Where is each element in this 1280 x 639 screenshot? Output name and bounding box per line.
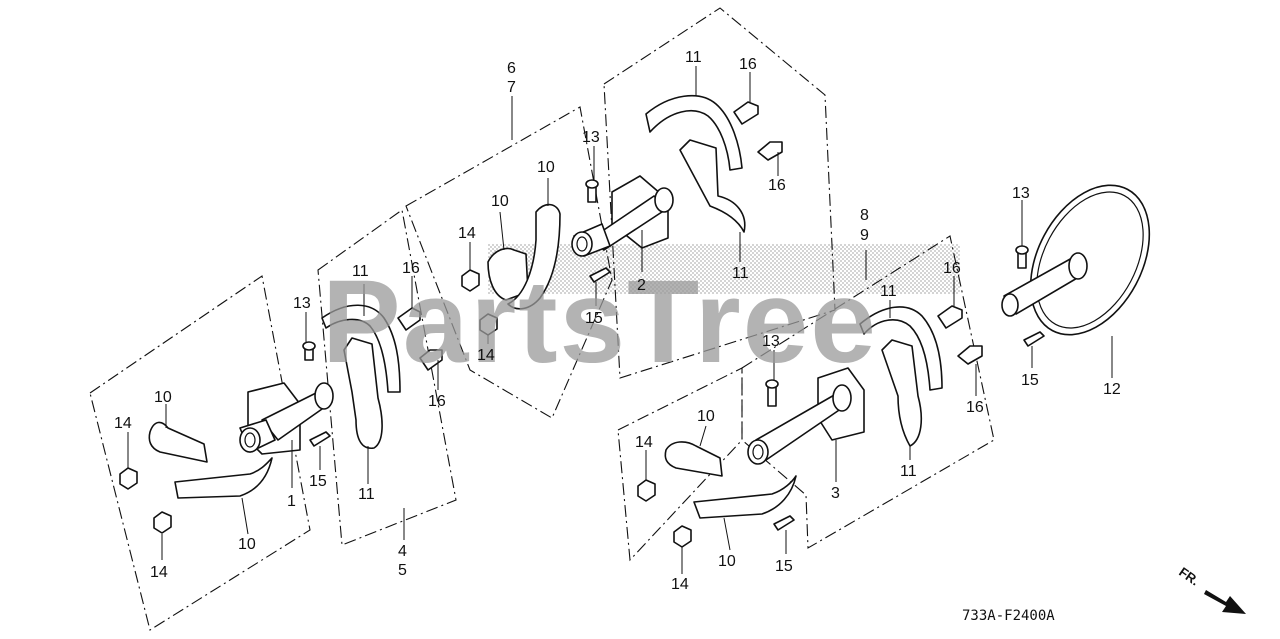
callout-15-disc: 15 xyxy=(1021,372,1039,389)
diagram-code: 733A-F2400A xyxy=(962,608,1055,624)
callout-10-left-top: 10 xyxy=(154,389,172,406)
rotor-centre xyxy=(571,175,674,257)
callout-16-right-top: 16 xyxy=(943,260,961,277)
tine-centre-11a xyxy=(645,94,743,171)
rotor-right xyxy=(747,367,865,465)
pin-right-15 xyxy=(773,515,795,531)
callout-14-right-bottom: 14 xyxy=(671,576,689,593)
nut-left-14b xyxy=(153,511,172,534)
callout-16-centre-bottom: 16 xyxy=(768,177,786,194)
bolt-left-16b xyxy=(419,349,443,371)
callout-13-right: 13 xyxy=(762,333,780,350)
tine-right-11b xyxy=(881,339,923,447)
tine-centre-10a xyxy=(487,247,529,301)
tine-left-10b xyxy=(174,457,273,499)
tine-right-10b xyxy=(693,475,797,519)
tine-centre-10b xyxy=(507,203,561,310)
nut-left-14a xyxy=(119,467,138,490)
callout-16-right-bottom: 16 xyxy=(966,399,984,416)
callout-5: 5 xyxy=(398,562,407,579)
pin-disc-15 xyxy=(1023,331,1045,347)
callout-1: 1 xyxy=(287,493,296,510)
leader-lines xyxy=(127,66,1113,574)
callout-8: 8 xyxy=(860,207,869,224)
callout-10-centre-a: 10 xyxy=(491,193,509,210)
callout-10-centre-b: 10 xyxy=(537,159,555,176)
callout-15-right: 15 xyxy=(775,558,793,575)
arrow-icon xyxy=(1204,590,1246,614)
callout-15-left: 15 xyxy=(309,473,327,490)
callout-12: 12 xyxy=(1103,381,1121,398)
callout-7: 7 xyxy=(507,79,516,96)
callout-11-right-top: 11 xyxy=(880,283,897,300)
tine-centre-11b xyxy=(679,139,746,233)
callout-11-centre-top: 11 xyxy=(685,49,702,66)
bolt-right-16a xyxy=(937,305,963,329)
tine-left-11b xyxy=(343,337,383,449)
bolt-disc-13 xyxy=(1015,245,1029,269)
callout-15-centre: 15 xyxy=(585,310,603,327)
bolt-left-16a xyxy=(397,307,421,331)
callout-14-centre-top: 14 xyxy=(458,225,476,242)
front-label: FR. xyxy=(1176,564,1202,588)
bolt-left-13 xyxy=(302,341,316,361)
callout-14-left-bottom: 14 xyxy=(150,564,168,581)
callout-11-left-top: 11 xyxy=(352,263,369,280)
side-disc xyxy=(1001,184,1151,336)
callout-6: 6 xyxy=(507,60,516,77)
callout-14-right-top: 14 xyxy=(635,434,653,451)
tine-right-10a xyxy=(664,441,723,477)
nut-right-14a xyxy=(637,479,656,502)
rotor-left xyxy=(239,382,334,455)
callout-2: 2 xyxy=(637,277,646,294)
callout-11-centre-bottom: 11 xyxy=(732,265,749,282)
tine-left-11a xyxy=(321,304,401,393)
callout-16-centre-top: 16 xyxy=(739,56,757,73)
tine-right-11a xyxy=(859,306,943,391)
callout-14-left-top: 14 xyxy=(114,415,132,432)
front-direction-arrow: FR. xyxy=(1176,564,1246,614)
callout-13-disc: 13 xyxy=(1012,185,1030,202)
callout-9: 9 xyxy=(860,227,869,244)
group-boundaries xyxy=(89,7,995,631)
bolt-centre-13 xyxy=(585,179,599,203)
watermark-text: PartsTree xyxy=(322,256,878,388)
nut-right-14b xyxy=(673,525,692,548)
callout-10-left-bottom: 10 xyxy=(238,536,256,553)
callouts: 1 2 3 4 5 6 7 8 9 10 10 10 10 10 10 11 1… xyxy=(114,49,1121,593)
callout-3: 3 xyxy=(831,485,840,502)
callout-10-right-bottom: 10 xyxy=(718,553,736,570)
callout-16-left-top: 16 xyxy=(402,260,420,277)
bolt-centre-16b xyxy=(757,141,783,161)
watermark-band xyxy=(488,244,960,294)
nut-centre-14b xyxy=(479,313,498,336)
callout-11-left-bottom: 11 xyxy=(358,486,375,503)
pin-centre-15 xyxy=(589,267,611,283)
bolt-centre-16a xyxy=(733,101,759,125)
callout-10-right-top: 10 xyxy=(697,408,715,425)
callout-4: 4 xyxy=(398,543,407,560)
pin-left-15 xyxy=(309,431,331,447)
callout-13-left: 13 xyxy=(293,295,311,312)
bolt-right-13 xyxy=(765,379,779,407)
tine-left-10a xyxy=(148,421,208,463)
callout-16-left-bottom: 16 xyxy=(428,393,446,410)
callout-11-right-bottom: 11 xyxy=(900,463,917,480)
callout-14-centre-bottom: 14 xyxy=(477,347,495,364)
callout-13-centre: 13 xyxy=(582,129,600,146)
bolt-right-16b xyxy=(957,345,983,365)
